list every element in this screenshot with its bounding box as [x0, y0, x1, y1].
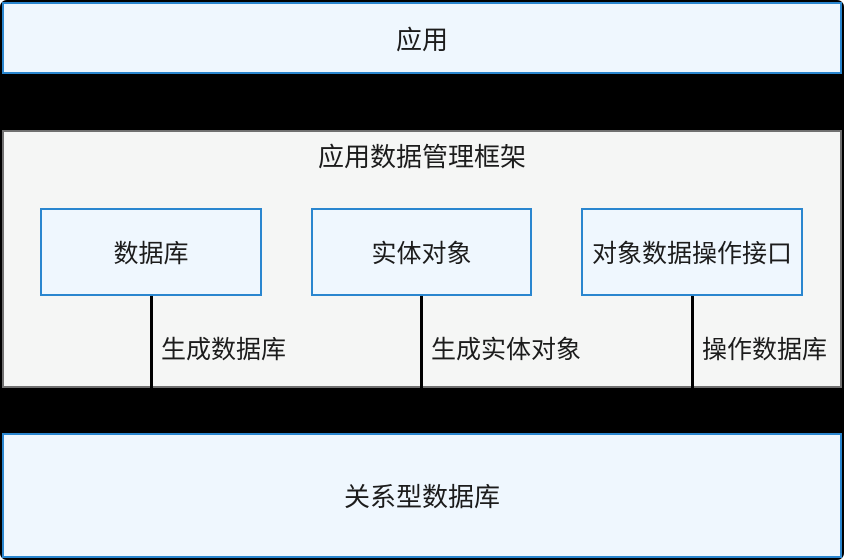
connector-label-operate-database: 操作数据库	[702, 336, 828, 364]
connector-label-generate-entity-object: 生成实体对象	[431, 336, 582, 364]
database-box: 数据库	[40, 208, 262, 296]
connector-line-object-data-api	[691, 296, 694, 388]
connector-framework-to-rdb	[421, 388, 424, 435]
connector-line-database	[150, 296, 153, 388]
connector-app-to-framework	[421, 74, 424, 132]
application-box: 应用	[2, 2, 842, 74]
framework-panel-title: 应用数据管理框架	[317, 142, 526, 172]
relational-database-box-label: 关系型数据库	[343, 482, 500, 512]
object-data-api-box-label: 对象数据操作接口	[591, 240, 792, 268]
connector-label-generate-database: 生成数据库	[161, 336, 287, 364]
object-data-api-box: 对象数据操作接口	[581, 208, 803, 296]
entity-object-box: 实体对象	[311, 208, 532, 296]
relational-database-box: 关系型数据库	[2, 433, 842, 558]
connector-line-entity-object	[420, 296, 423, 388]
application-box-label: 应用	[395, 24, 448, 55]
database-box-label: 数据库	[113, 240, 189, 268]
entity-object-box-label: 实体对象	[371, 240, 472, 268]
